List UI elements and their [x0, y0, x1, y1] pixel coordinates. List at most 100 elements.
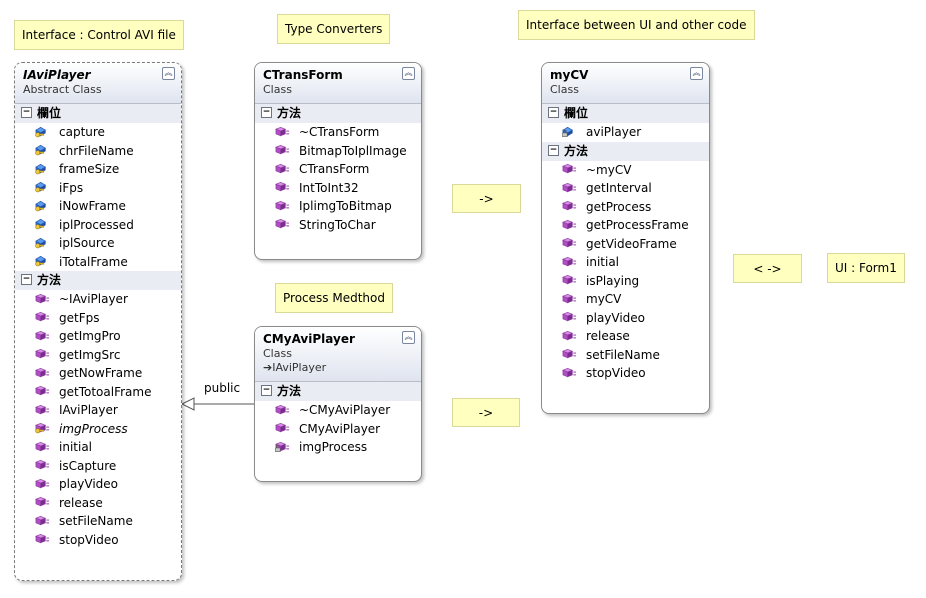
note-interface-ui: Interface between UI and other code — [518, 10, 755, 40]
method-item[interactable]: IntToInt32 — [255, 179, 421, 198]
collapse-icon[interactable]: ︽ — [402, 331, 415, 344]
method-icon — [35, 367, 50, 377]
method-item[interactable]: release — [15, 494, 181, 513]
collapse-icon[interactable]: ︽ — [162, 67, 175, 80]
arrow-note-3: < -> — [733, 254, 802, 283]
method-item[interactable]: IAviPlayer — [15, 401, 181, 420]
field-icon — [35, 255, 46, 267]
method-item[interactable]: playVideo — [542, 309, 709, 328]
method-icon — [35, 385, 50, 396]
method-item[interactable]: ~IAviPlayer — [15, 290, 181, 309]
method-icon — [562, 274, 577, 285]
field-name: iplProcessed — [59, 217, 134, 232]
field-name: iNowFrame — [59, 199, 126, 213]
collapse-icon[interactable]: ︽ — [690, 67, 703, 80]
field-item[interactable]: iFps — [15, 179, 181, 198]
method-name: setFileName — [59, 514, 133, 528]
method-name: stopVideo — [59, 532, 119, 547]
method-name: getImgSrc — [59, 347, 121, 362]
method-item[interactable]: imgProcess — [255, 438, 421, 457]
method-item[interactable]: getProcess — [542, 198, 709, 217]
methods-section-header[interactable]: −方法 — [255, 382, 421, 401]
method-item[interactable]: getImgPro — [15, 327, 181, 346]
method-icon — [562, 237, 577, 248]
class-box-cmyaviplayer[interactable]: CMyAviPlayer Class ➔IAviPlayer ︽ −方法 ~CM… — [254, 326, 422, 482]
field-item[interactable]: aviPlayer — [542, 123, 709, 142]
field-name: aviPlayer — [586, 125, 642, 139]
method-item[interactable]: isPlaying — [542, 272, 709, 291]
minus-icon: − — [21, 107, 32, 118]
field-icon — [35, 144, 46, 156]
field-icon — [35, 163, 46, 174]
method-name: imgProcess — [299, 440, 368, 454]
class-base: ➔IAviPlayer — [263, 361, 327, 374]
method-item[interactable]: getInterval — [542, 179, 709, 198]
arrow-note-1: -> — [452, 184, 521, 213]
methods-section-header[interactable]: −方法 — [255, 104, 421, 123]
methods-section-header[interactable]: −方法 — [542, 141, 709, 161]
method-item[interactable]: stopVideo — [15, 531, 181, 550]
method-item[interactable]: BitmapToIplImage — [255, 142, 421, 161]
method-item[interactable]: setFileName — [542, 346, 709, 365]
method-item[interactable]: imgProcess — [15, 420, 181, 439]
field-item[interactable]: iNowFrame — [15, 197, 181, 216]
method-item[interactable]: setFileName — [15, 512, 181, 531]
method-item[interactable]: playVideo — [15, 475, 181, 494]
collapse-icon[interactable]: ︽ — [402, 67, 415, 80]
method-item[interactable]: myCV — [542, 290, 709, 309]
method-item[interactable]: CMyAviPlayer — [255, 420, 421, 439]
methods-section-header[interactable]: −方法 — [15, 271, 181, 290]
method-name: release — [586, 329, 630, 343]
method-name: IplimgToBitmap — [299, 199, 392, 213]
method-name: getTotoalFrame — [59, 384, 152, 399]
fields-section-header[interactable]: −欄位 — [542, 104, 709, 123]
method-item[interactable]: getFps — [15, 309, 181, 328]
method-name: stopVideo — [586, 366, 646, 380]
method-item[interactable]: CTransForm — [255, 160, 421, 179]
field-item[interactable]: iplSource — [15, 234, 181, 253]
field-item[interactable]: iTotalFrame — [15, 253, 181, 272]
method-item[interactable]: getImgSrc — [15, 346, 181, 365]
method-item[interactable]: getTotoalFrame — [15, 383, 181, 402]
method-item[interactable]: ~myCV — [542, 161, 709, 180]
fields-section-header[interactable]: −欄位 — [15, 104, 181, 123]
field-item[interactable]: frameSize — [15, 160, 181, 179]
method-item[interactable]: ~CTransForm — [255, 123, 421, 142]
field-item[interactable]: capture — [15, 123, 181, 142]
method-item[interactable]: stopVideo — [542, 364, 709, 383]
method-item[interactable]: isCapture — [15, 457, 181, 476]
field-item[interactable]: iplProcessed — [15, 216, 181, 235]
method-item[interactable]: initial — [15, 438, 181, 457]
method-icon — [275, 200, 290, 210]
method-icon — [35, 404, 50, 414]
method-item[interactable]: StringToChar — [255, 216, 421, 235]
method-name: playVideo — [586, 310, 646, 325]
method-item[interactable]: release — [542, 327, 709, 346]
method-icon — [35, 478, 50, 488]
method-item[interactable]: getVideoFrame — [542, 235, 709, 254]
method-item[interactable]: ~CMyAviPlayer — [255, 401, 421, 420]
method-item[interactable]: IplimgToBitmap — [255, 197, 421, 216]
method-icon — [275, 441, 290, 452]
minus-icon: − — [21, 274, 32, 285]
method-item[interactable]: initial — [542, 253, 709, 272]
method-icon — [562, 182, 577, 192]
method-item[interactable]: getProcessFrame — [542, 216, 709, 235]
minus-icon: − — [261, 385, 272, 396]
method-name: getNowFrame — [59, 366, 143, 380]
class-header: IAviPlayer Abstract Class ︽ — [15, 63, 181, 104]
method-icon — [35, 496, 50, 507]
method-name: myCV — [586, 292, 622, 306]
class-kind: Abstract Class — [23, 83, 102, 96]
method-icon — [35, 348, 50, 359]
field-item[interactable]: chrFileName — [15, 142, 181, 161]
method-icon — [562, 367, 577, 377]
method-item[interactable]: getNowFrame — [15, 364, 181, 383]
class-header: CTransForm Class ︽ — [255, 63, 421, 104]
field-icon — [35, 237, 46, 248]
field-icon — [35, 181, 46, 193]
class-name: IAviPlayer — [23, 68, 91, 82]
